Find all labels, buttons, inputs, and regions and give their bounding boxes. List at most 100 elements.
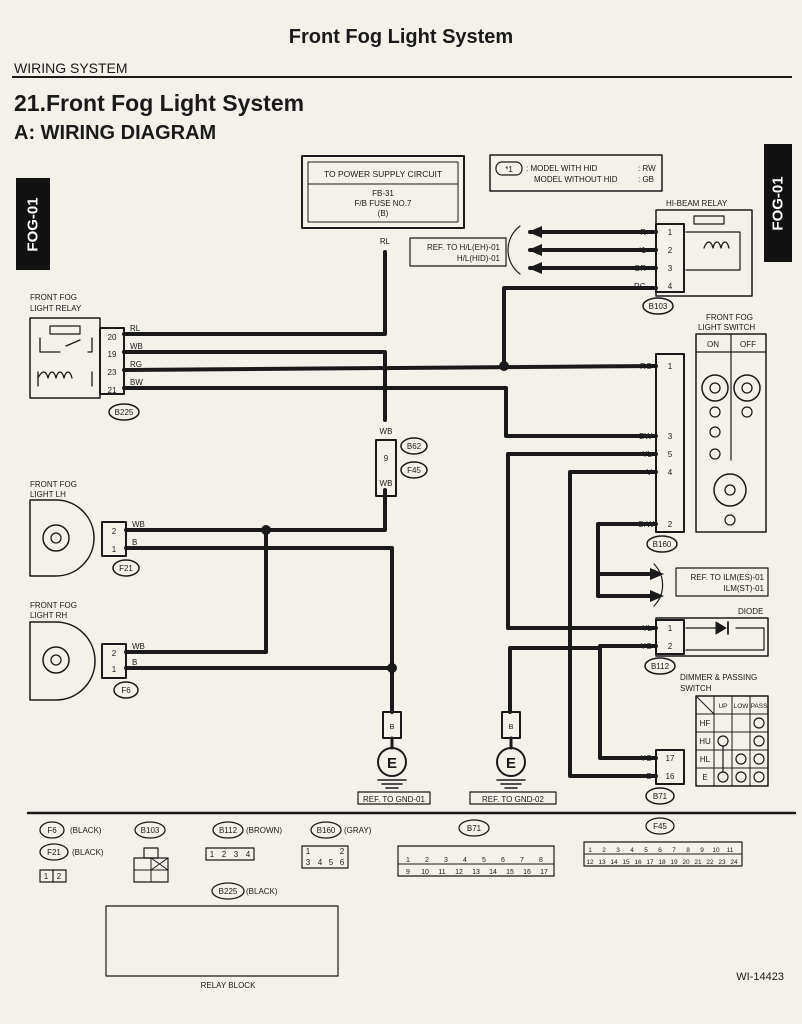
b71-pin-17: 17 bbox=[540, 869, 548, 876]
f45-pin-2: 2 bbox=[602, 847, 606, 854]
view-f21-color: (BLACK) bbox=[72, 848, 104, 857]
connector-b103-id: B103 bbox=[649, 302, 668, 311]
fog-relay-box bbox=[29, 317, 101, 399]
fog-tab-right: FOG-01 bbox=[764, 144, 792, 262]
dimmer-pin-17: 17 bbox=[666, 754, 675, 763]
fog-relay-wire-rg: RG bbox=[130, 360, 142, 369]
ref-gnd2: REF. TO GND-02 bbox=[482, 795, 544, 804]
view-f-pin-1: 1 bbox=[44, 872, 49, 881]
b71-pin-14: 14 bbox=[489, 869, 497, 876]
dimmer-row-hu: HU bbox=[699, 737, 711, 746]
lh-pin-2: 2 bbox=[112, 527, 117, 536]
f45-pin-22: 22 bbox=[706, 859, 714, 866]
f45-pin-19: 19 bbox=[670, 859, 678, 866]
view-f-pin-2: 2 bbox=[57, 872, 62, 881]
section-divider bbox=[12, 76, 792, 78]
f45-pin-16: 16 bbox=[634, 859, 642, 866]
view-f6-id: F6 bbox=[47, 826, 57, 835]
rh-wire-b: B bbox=[132, 658, 137, 667]
ref-hl-2: H/L(HID)-01 bbox=[457, 254, 501, 263]
power-supply-line1: FB-31 bbox=[372, 189, 394, 198]
ground-symbol-2: E bbox=[506, 755, 516, 772]
switch-wire-yl: YL bbox=[642, 450, 652, 459]
dimmer-wire-b: B bbox=[647, 772, 652, 781]
b71-pin-2: 2 bbox=[425, 857, 429, 864]
f45-pin-13: 13 bbox=[598, 859, 606, 866]
f45-pin-20: 20 bbox=[682, 859, 690, 866]
view-b225-id: B225 bbox=[219, 887, 238, 896]
power-supply-line3: (B) bbox=[378, 209, 389, 218]
ref-hl-1: REF. TO H/L(EH)-01 bbox=[427, 243, 501, 252]
diode-label: DIODE bbox=[738, 607, 763, 616]
b71-pin-15: 15 bbox=[506, 869, 514, 876]
ref-ilm-box bbox=[675, 567, 769, 597]
switch-wire-bw: BW bbox=[639, 432, 652, 441]
view-b225-color: (BLACK) bbox=[246, 887, 278, 896]
view-b160-pin-4: 4 bbox=[318, 858, 323, 867]
hi-beam-pin-3: 3 bbox=[668, 264, 673, 273]
fog-lh-label-2: LIGHT LH bbox=[30, 490, 66, 499]
section-label: WIRING SYSTEM bbox=[14, 60, 128, 76]
f45-pin-3: 3 bbox=[616, 847, 620, 854]
b71-pin-8: 8 bbox=[539, 857, 543, 864]
switch-pin-1: 1 bbox=[668, 362, 673, 371]
f45-pin-17: 17 bbox=[646, 859, 654, 866]
view-b103-id: B103 bbox=[141, 826, 160, 835]
connector-b160-id: B160 bbox=[653, 540, 672, 549]
connector-b62-id: B62 bbox=[407, 442, 422, 451]
view-b71-id: B71 bbox=[467, 824, 482, 833]
switch-wire-rg: RG bbox=[640, 362, 652, 371]
power-supply-title: TO POWER SUPPLY CIRCUIT bbox=[324, 169, 442, 179]
b62-pin: 9 bbox=[384, 454, 389, 463]
fog-relay-pin-21: 21 bbox=[108, 386, 117, 395]
view-b160-id: B160 bbox=[317, 826, 336, 835]
ref-hl-box bbox=[409, 237, 507, 267]
ref-gnd2-box bbox=[469, 791, 557, 805]
dimmer-col-up: UP bbox=[718, 703, 727, 710]
f45-pin-6: 6 bbox=[658, 847, 662, 854]
b71-pin-4: 4 bbox=[463, 857, 467, 864]
lh-pin-1: 1 bbox=[112, 545, 117, 554]
switch-pin-2: 2 bbox=[668, 520, 673, 529]
view-f21-id: F21 bbox=[47, 848, 61, 857]
switch-wire-orw: OrW bbox=[638, 520, 655, 529]
diode-pin-1: 1 bbox=[668, 624, 673, 633]
fog-switch-label-1: FRONT FOG bbox=[706, 313, 753, 322]
section-heading: 21.Front Fog Light System bbox=[14, 90, 305, 116]
b71-pin-12: 12 bbox=[455, 869, 463, 876]
legend-box bbox=[489, 154, 663, 192]
f45-pin-12: 12 bbox=[586, 859, 594, 866]
legend-line2: MODEL WITHOUT HID bbox=[534, 175, 618, 184]
f45-pin-15: 15 bbox=[622, 859, 630, 866]
switch-off-label: OFF bbox=[740, 340, 756, 349]
switch-wire-v: V bbox=[647, 468, 653, 477]
ground-symbol-1: E bbox=[387, 755, 397, 772]
legend-line1: : MODEL WITH HID bbox=[526, 164, 597, 173]
fog-relay-label-1: FRONT FOG bbox=[30, 293, 77, 302]
f45-pin-10: 10 bbox=[712, 847, 720, 854]
connector-f21-id: F21 bbox=[119, 564, 133, 573]
b71-pin-1: 1 bbox=[406, 857, 410, 864]
view-b112-color: (BROWN) bbox=[246, 826, 282, 835]
dimmer-row-e: E bbox=[702, 773, 707, 782]
b71-pin-5: 5 bbox=[482, 857, 486, 864]
view-f45-id: F45 bbox=[653, 822, 667, 831]
fog-light-lh bbox=[29, 499, 95, 577]
fog-rh-label-2: LIGHT RH bbox=[30, 611, 67, 620]
f45-pin-7: 7 bbox=[672, 847, 676, 854]
f45-pin-14: 14 bbox=[610, 859, 618, 866]
fog-lh-label-1: FRONT FOG bbox=[30, 480, 77, 489]
ref-ilm-1: REF. TO ILM(ES)-01 bbox=[691, 573, 765, 582]
hi-beam-pin-1: 1 bbox=[668, 228, 673, 237]
fog-relay-wire-wb: WB bbox=[130, 342, 143, 351]
f45-pin-1: 1 bbox=[588, 847, 592, 854]
ground-wire-1: B bbox=[389, 722, 394, 731]
f45-pin-24: 24 bbox=[730, 859, 738, 866]
view-b112-id: B112 bbox=[219, 826, 238, 835]
document-id: WI-14423 bbox=[736, 971, 784, 983]
switch-pin-4: 4 bbox=[668, 468, 673, 477]
view-f6-color: (BLACK) bbox=[70, 826, 102, 835]
